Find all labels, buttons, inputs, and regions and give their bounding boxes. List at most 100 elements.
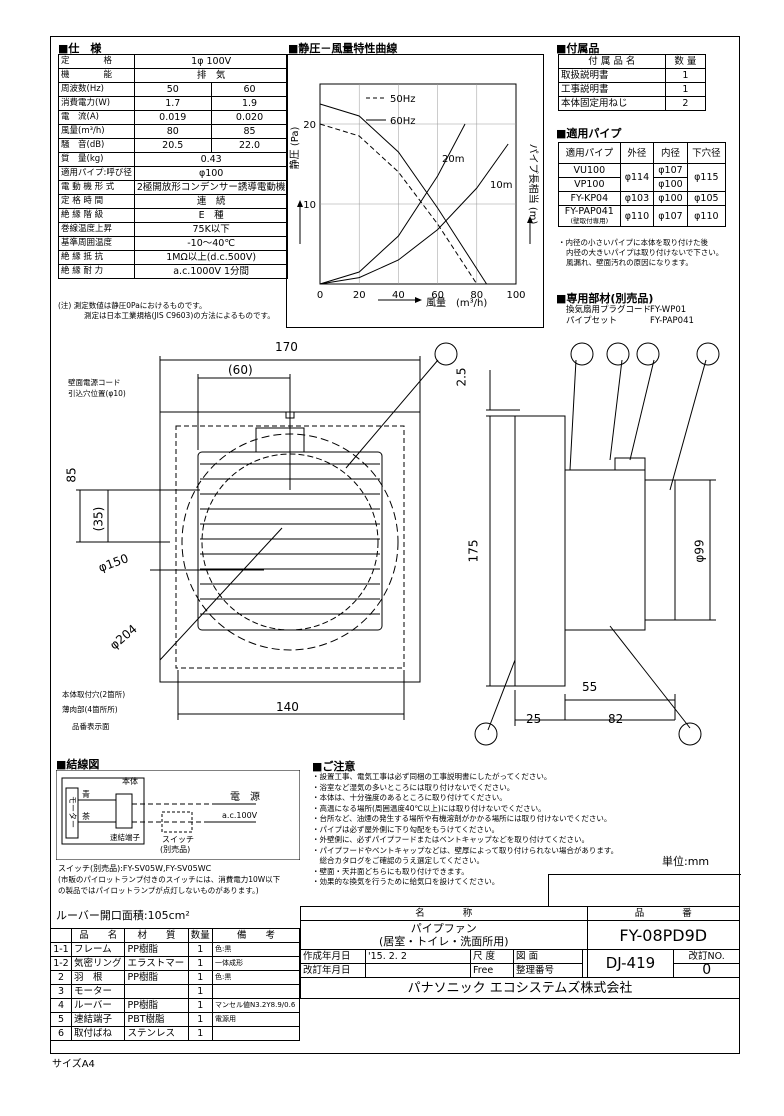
spec-note-2: 測定は日本工業規格(JIS C9603)の方法によるものです。	[84, 311, 275, 320]
y-tick-label: 10	[303, 200, 316, 211]
acc-name: 取扱説明書	[558, 68, 666, 83]
parts-cell: PBT樹脂	[124, 1012, 189, 1027]
wiring-switch-sub: (別売品)	[160, 844, 190, 854]
dim-82: 82	[608, 712, 624, 726]
series-50hz-line	[319, 123, 478, 285]
spec-key: 電 流(A)	[58, 110, 135, 125]
title-block: 名 称品 番 パイプファン(居室・トイレ・洗面所用)FY-08PD9D 作成年月…	[300, 906, 741, 999]
caution-line: ・設置工事、電気工事は必ず同梱の工事説明書にしたがってください。	[312, 772, 552, 781]
model-label-face: 品番表示面	[72, 722, 110, 731]
pipe-pap-in: φ107	[653, 205, 688, 227]
spec-value: 排 気	[133, 68, 289, 83]
tb-created-value: '15. 2. 2	[365, 949, 471, 964]
caution-line: ・高温になる場所(周囲温度40℃以上)には取り付けないでください。	[312, 803, 546, 813]
pipe-kp04: FY-KP04	[558, 191, 621, 206]
spec-key: 絶 縁 耐 力	[58, 264, 135, 279]
parts-cell: 気密リング	[70, 956, 126, 971]
spec-value-60: 22.0	[210, 138, 289, 153]
pipe-h2: 内径	[653, 142, 688, 164]
tb-company: パナソニック エコシステムズ株式会社	[300, 977, 740, 999]
dim-2-5: 2.5	[454, 367, 469, 387]
tb-code-header: 品 番	[586, 906, 741, 921]
wiring-note-1: スイッチ(別売品):FY-SV05W,FY-SV05WC	[58, 864, 212, 873]
pipe-pap041: FY-PAP041(壁取付専用)	[558, 205, 621, 227]
dim-35: (35)	[91, 506, 106, 532]
parts-cell	[124, 984, 189, 999]
label-10m: 10m	[490, 180, 512, 191]
option-1-label: 換気扇用プラグコード	[566, 305, 652, 315]
wiring-note-2: (市販のパイロットランプ付きのスイッチには、消費電力10W以下	[58, 875, 281, 884]
wiring-motor: モーター	[68, 796, 77, 828]
pipe-pap-hole: φ110	[686, 205, 727, 227]
tb-drawing-label: 図 面	[513, 949, 583, 964]
parts-cell: 3	[50, 984, 72, 999]
caution-line: ・パイプフードやベントキャップなどは、壁厚によって取り付けられない場合があります…	[312, 845, 619, 855]
acc-h0: 付 属 品 名	[558, 54, 666, 69]
parts-cell: 1	[187, 984, 214, 999]
wiring-diagram: 本体 青 茶 速結端子 スイッチ (別売品) 電 源 a.c.100V モーター	[56, 770, 300, 860]
spec-key: 基準周囲温度	[58, 236, 135, 251]
caution-line: ・外壁側に、必ずパイプフードまたはベントキャップなどを取り付けてください。	[312, 835, 590, 844]
parts-cell: 取付ばね	[70, 1026, 126, 1041]
dim-140: 140	[276, 700, 299, 714]
pipe-vu-out: φ114	[619, 163, 655, 192]
pipe-pap-out: φ110	[619, 205, 655, 227]
option-2-label: パイプセット	[566, 316, 618, 326]
spec-key: 定 格 時 間	[58, 194, 135, 209]
x-tick-label: 60	[431, 290, 444, 301]
spec-value: 1MΩ以上(d.c.500V)	[133, 250, 289, 265]
spec-key: 絶 縁 階 級	[58, 208, 135, 223]
wiring-blue: 青	[82, 789, 90, 799]
spec-title: ■仕 様	[58, 42, 102, 55]
y2-axis-label: パイプ長相当 (m)	[527, 144, 540, 225]
wiring-title: ■結線図	[56, 758, 100, 771]
parts-cell: ステンレス	[124, 1026, 189, 1041]
tb-scale-label: 尺 度	[469, 949, 515, 964]
dim-175: 175	[466, 539, 481, 563]
caution-line: ・浴室など湿気の多いところには取り付けないでください。	[312, 782, 515, 792]
acc-name: 工事説明書	[558, 82, 666, 97]
acc-name: 本体固定用ねじ	[558, 96, 666, 111]
parts-cell: 2	[50, 970, 72, 985]
parts-cell: 一体成形	[212, 956, 300, 971]
wiring-brown: 茶	[82, 811, 90, 821]
spec-value: 75K以下	[133, 222, 289, 237]
option-1-code: FY-WP01	[650, 305, 687, 315]
parts-cell: 1-2	[50, 956, 72, 971]
parts-cell: 電源用	[212, 1012, 300, 1027]
parts-cell: 4	[50, 998, 72, 1013]
acc-qty: 1	[664, 82, 707, 97]
parts-cell: エラストマー	[124, 956, 189, 971]
tb-name-header: 名 称	[300, 906, 588, 921]
legend-60: 60Hz	[390, 116, 416, 127]
y-axis-label: 静圧 (Pa)	[288, 127, 301, 170]
dim-99: φ99	[692, 539, 707, 563]
thin-part-label: 薄肉部(4箇所所)	[62, 705, 118, 714]
spec-key: 風量(m³/h)	[58, 124, 135, 139]
parts-header: 備 考	[212, 928, 300, 943]
x-axis-label: 風量 (m³/h)	[426, 297, 487, 309]
parts-header: 材 質	[124, 928, 189, 943]
tb-serial-label: 整理番号	[513, 963, 583, 978]
spec-value: 連 続	[133, 194, 289, 209]
pipe-vu-hole: φ115	[686, 163, 727, 192]
dim-60: (60)	[228, 363, 253, 377]
louver-area: ルーバー開口面積:105cm²	[56, 909, 190, 922]
pipe-kp-hole: φ105	[686, 191, 727, 206]
dim-25: 25	[526, 712, 542, 726]
spec-key: 消費電力(W)	[58, 96, 135, 111]
tb-dj: DJ-419	[586, 949, 675, 978]
